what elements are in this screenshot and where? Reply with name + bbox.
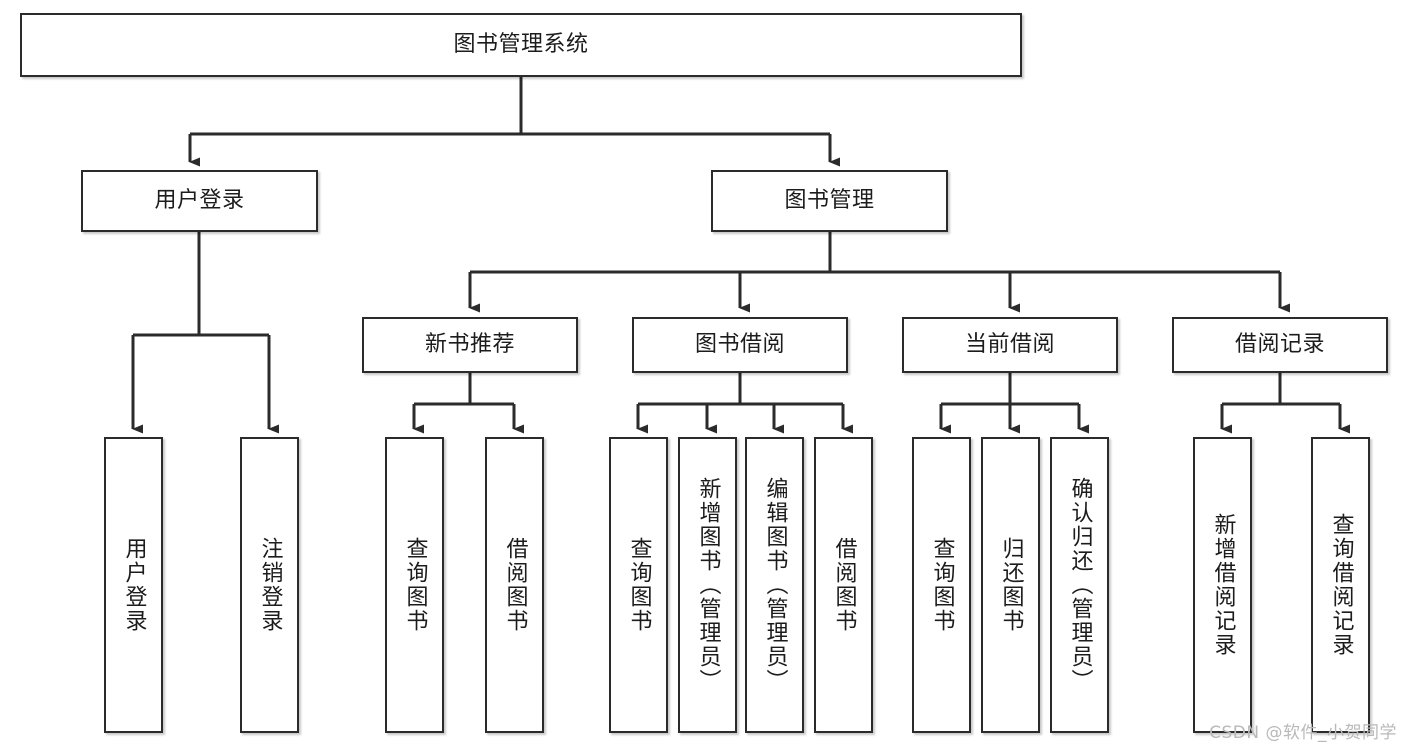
- node-label: 图书管理: [784, 188, 875, 214]
- node-leaf-user-login[interactable]: 用户登录: [104, 437, 163, 733]
- node-user-login[interactable]: 用户登录: [81, 170, 318, 232]
- node-label: 查询图书: [626, 537, 652, 633]
- node-leaf-query-borrow-record[interactable]: 查询借阅记录: [1311, 437, 1370, 733]
- node-label: 新书推荐: [424, 332, 515, 358]
- node-new-book-recommendation[interactable]: 新书推荐: [362, 317, 578, 373]
- node-label: 查询图书: [402, 537, 428, 633]
- node-label: 确认归还（管理员）: [1067, 477, 1093, 693]
- node-label: 新增借阅记录: [1210, 513, 1236, 657]
- node-book-borrow[interactable]: 图书借阅: [632, 317, 848, 373]
- node-leaf-add-book-admin[interactable]: 新增图书（管理员）: [678, 437, 737, 733]
- node-leaf-borrow-book[interactable]: 借阅图书: [814, 437, 873, 733]
- node-label: 借阅图书: [831, 537, 857, 633]
- node-label: 图书管理系统: [453, 32, 589, 58]
- node-label: 图书借阅: [694, 332, 785, 358]
- node-label: 注销登录: [257, 537, 283, 633]
- node-label: 编辑图书（管理员）: [762, 477, 788, 693]
- node-current-borrow[interactable]: 当前借阅: [902, 317, 1118, 373]
- node-label: 新增图书（管理员）: [695, 477, 721, 693]
- node-label: 借阅记录: [1234, 332, 1325, 358]
- node-root-book-management-system[interactable]: 图书管理系统: [20, 13, 1022, 77]
- node-leaf-query-book-borrow[interactable]: 查询图书: [609, 437, 668, 733]
- node-leaf-borrow-book-new[interactable]: 借阅图书: [485, 437, 544, 733]
- node-leaf-confirm-return-admin[interactable]: 确认归还（管理员）: [1050, 437, 1109, 733]
- node-borrow-record[interactable]: 借阅记录: [1172, 317, 1388, 373]
- node-leaf-query-book-current[interactable]: 查询图书: [912, 437, 971, 733]
- node-leaf-query-book-new[interactable]: 查询图书: [385, 437, 444, 733]
- node-book-management[interactable]: 图书管理: [711, 170, 948, 232]
- node-leaf-add-borrow-record[interactable]: 新增借阅记录: [1193, 437, 1252, 733]
- node-leaf-logout[interactable]: 注销登录: [240, 437, 299, 733]
- node-label: 查询图书: [929, 537, 955, 633]
- node-leaf-edit-book-admin[interactable]: 编辑图书（管理员）: [745, 437, 804, 733]
- node-label: 用户登录: [154, 188, 245, 214]
- node-label: 借阅图书: [502, 537, 528, 633]
- node-label: 当前借阅: [964, 332, 1055, 358]
- node-leaf-return-book[interactable]: 归还图书: [981, 437, 1040, 733]
- node-label: 查询借阅记录: [1328, 513, 1354, 657]
- node-label: 用户登录: [121, 537, 147, 633]
- node-label: 归还图书: [998, 537, 1024, 633]
